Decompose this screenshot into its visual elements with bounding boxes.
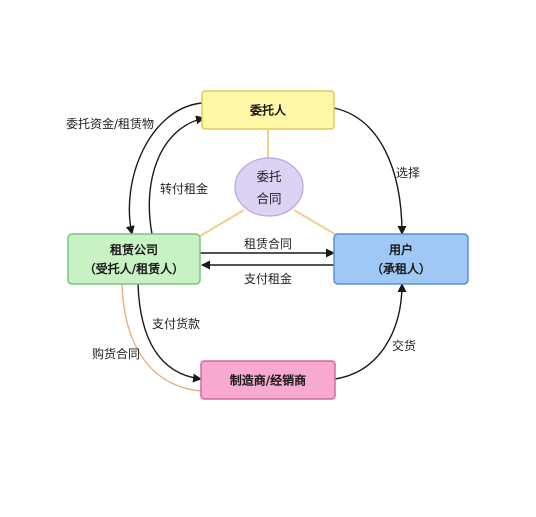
flow-arrows — [125, 102, 407, 383]
arrow-funds-goods — [125, 102, 203, 235]
label-pay-rent: 支付租金 — [244, 271, 292, 286]
edge-labels: 委托资金/租赁物 转付租金 选择 租赁合同 支付租金 支付货款 购货合同 交货 — [66, 116, 420, 361]
node-principal: 委托人 — [201, 90, 335, 130]
node-user-label-line2: （承租人） — [371, 261, 431, 276]
node-leasing-company-label-line1: 租赁公司 — [110, 242, 158, 257]
arrow-select — [333, 107, 407, 235]
node-leasing-company-box — [67, 233, 201, 285]
label-funds-goods: 委托资金/租赁物 — [66, 116, 154, 131]
node-principal-box — [201, 90, 335, 130]
node-manufacturer: 制造商/经销商 — [200, 360, 336, 400]
node-leasing-company-label-line2: （受托人/租赁人） — [84, 261, 184, 276]
label-transfer-rent: 转付租金 — [160, 181, 208, 196]
label-lease-contract: 租赁合同 — [244, 236, 292, 251]
connector-contract-user — [293, 209, 339, 237]
node-manufacturer-label: 制造商/经销商 — [230, 373, 306, 388]
arrow-deliver — [334, 283, 407, 380]
label-select: 选择 — [396, 166, 420, 180]
node-contract-label-line2: 合同 — [256, 191, 281, 206]
node-contract-label-line1: 委托 — [256, 169, 281, 184]
label-pay-goods: 支付货款 — [152, 316, 200, 331]
node-principal-label: 委托人 — [249, 103, 287, 118]
node-contract: 委托 合同 — [234, 157, 304, 217]
label-purchase-contract: 购货合同 — [92, 346, 140, 361]
label-deliver: 交货 — [392, 338, 416, 353]
node-leasing-company: 租赁公司 （受托人/租赁人） — [67, 233, 201, 285]
node-user-box — [333, 233, 469, 285]
node-user-label-line1: 用户 — [388, 242, 413, 257]
node-contract-circle — [234, 157, 304, 217]
line-purchase-contract — [121, 283, 202, 392]
node-manufacturer-box — [200, 360, 336, 400]
contract-connector-lines — [199, 129, 339, 237]
node-user: 用户 （承租人） — [333, 233, 469, 285]
arrow-pay-goods — [137, 283, 202, 383]
arrow-transfer-rent — [148, 115, 205, 235]
connector-contract-leasing — [199, 209, 245, 237]
